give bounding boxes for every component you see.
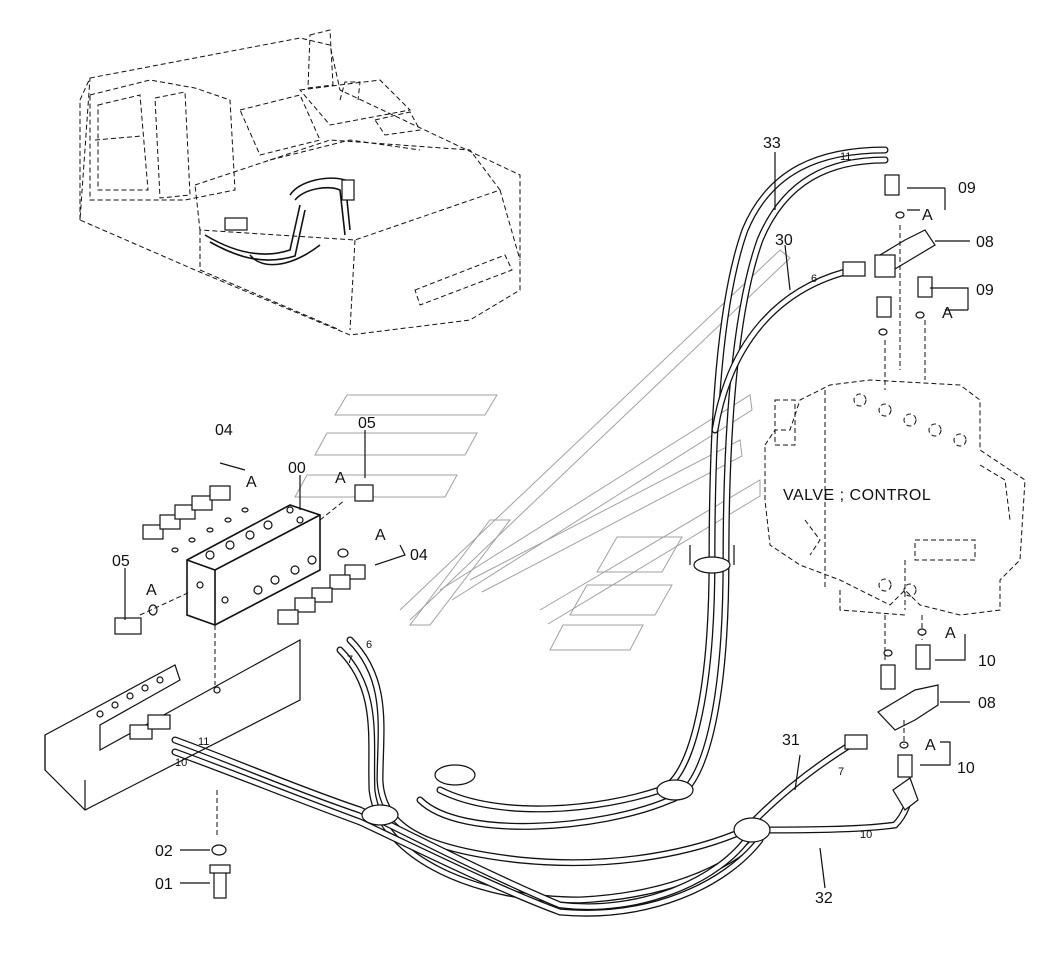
- part-09-top: 09: [958, 180, 976, 197]
- hose-mark-10-right: 10: [860, 829, 872, 841]
- leader-lines: [124, 152, 970, 889]
- hose-mark-7-right: 7: [838, 766, 844, 778]
- ref-a-09-mid: A: [942, 305, 953, 322]
- part-labels: 33 30 09 A 08 09 A A 10 08 A 10 31 32 04…: [112, 135, 996, 907]
- hose-mark-10-low: 10: [175, 757, 187, 769]
- part-10-bottom: 10: [957, 760, 975, 777]
- ref-a-09-top: A: [922, 207, 933, 224]
- part-00: 00: [288, 460, 306, 477]
- hose-mark-7-mid: 7: [347, 654, 353, 666]
- hose-mark-6-mid: 6: [366, 639, 372, 651]
- hose-marks: 11 6 6 7 11 10 7 10: [175, 151, 872, 841]
- part-01: 01: [155, 876, 173, 893]
- part-30: 30: [775, 232, 793, 249]
- hose-mark-11-top: 11: [840, 151, 851, 163]
- part-05-top: 05: [358, 415, 376, 432]
- watermark-logo: [294, 249, 791, 651]
- part-09-mid: 09: [976, 282, 994, 299]
- control-valve: VALVE ; CONTROL: [764, 379, 1026, 616]
- ref-a-05-top: A: [335, 470, 346, 487]
- part-10-top: 10: [978, 653, 996, 670]
- part-04-left: 04: [215, 422, 233, 439]
- distribution-block: [114, 484, 374, 694]
- part-02: 02: [155, 843, 173, 860]
- ref-a-04-right: A: [375, 527, 386, 544]
- valve-caption: VALVE ; CONTROL: [783, 487, 931, 504]
- hose-mark-6-top: 6: [811, 273, 817, 285]
- part-08-top: 08: [976, 234, 994, 251]
- hose-clamps: [361, 545, 771, 843]
- ref-a-10-top: A: [945, 625, 956, 642]
- part-08-bottom: 08: [978, 695, 996, 712]
- ref-a-04-left: A: [246, 474, 257, 491]
- valve-fittings: [842, 174, 939, 811]
- part-31: 31: [782, 732, 800, 749]
- ref-a-10-bottom: A: [925, 737, 936, 754]
- part-05-left: 05: [112, 553, 130, 570]
- excavator-overview-sketch: [79, 29, 521, 336]
- part-33: 33: [763, 135, 781, 152]
- mounting-bracket: [44, 638, 301, 899]
- part-04-right: 04: [410, 547, 428, 564]
- part-32: 32: [815, 890, 833, 907]
- hoses: [171, 146, 914, 917]
- hose-mark-11-low: 11: [198, 736, 209, 748]
- ref-a-05-left: A: [146, 582, 157, 599]
